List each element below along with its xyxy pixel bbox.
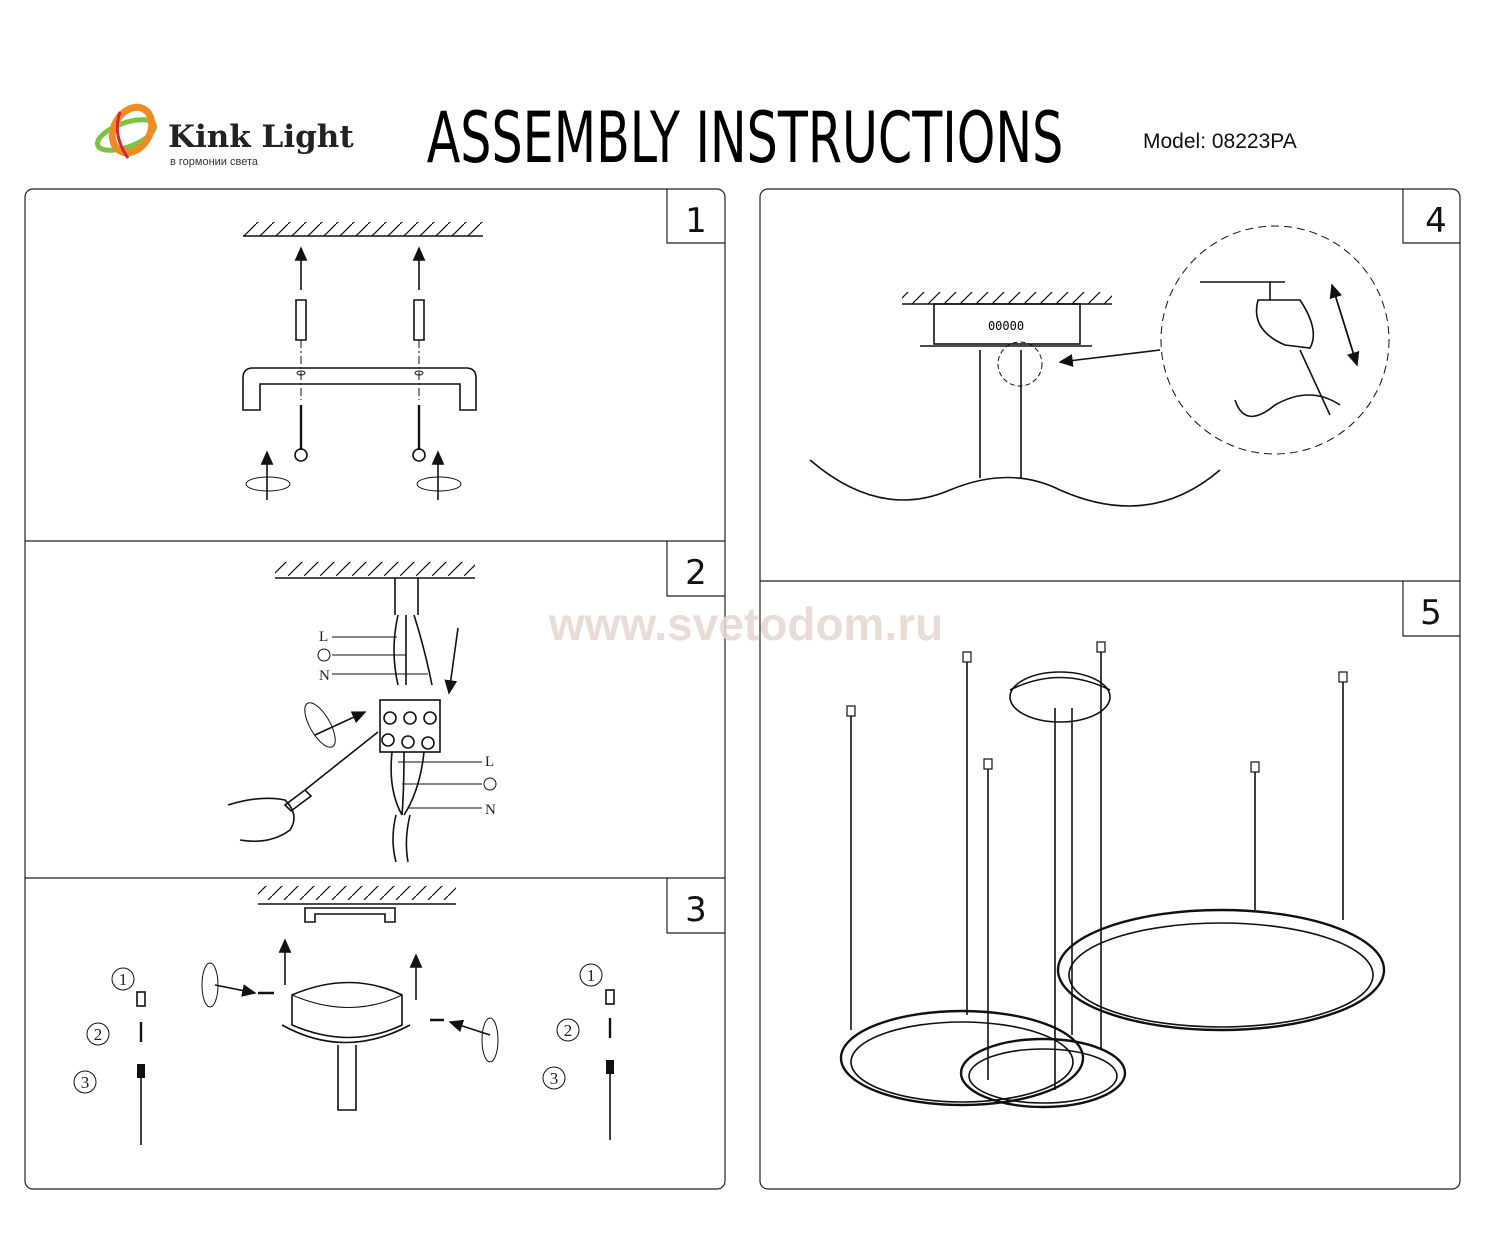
wire-label-live-bottom: L	[485, 754, 494, 770]
step-4-height-adjust-diagram: 00000	[809, 225, 1390, 507]
svg-text:4: 4	[1425, 201, 1447, 241]
step-1-bracket-mount-diagram	[242, 222, 483, 500]
kink-light-logo: Kink Light в гормонии света	[95, 103, 354, 168]
svg-text:2: 2	[94, 1025, 103, 1044]
parts-list-left: 1 2 3	[73, 967, 146, 1145]
svg-text:3: 3	[81, 1073, 90, 1092]
page-title: ASSEMBLY INSTRUCTIONS	[427, 97, 1064, 178]
canopy-vents: 00000	[988, 319, 1024, 333]
step-5-finished-chandelier	[839, 641, 1386, 1109]
parts-list-right: 1 2 3	[542, 963, 615, 1140]
step-2-wiring-diagram: L N L N	[227, 562, 497, 863]
svg-text:1: 1	[119, 970, 128, 989]
wire-label-neutral-top: N	[319, 668, 330, 684]
brand-name: Kink Light	[168, 119, 354, 155]
step-5-number: 5	[1402, 581, 1460, 637]
step-3-number: 3	[666, 878, 725, 934]
svg-text:3: 3	[550, 1069, 559, 1088]
watermark: www.svetodom.ru	[548, 598, 943, 650]
step-3-canopy-diagram: 1 2 3 1 2 3	[73, 886, 615, 1145]
right-column-frame	[759, 188, 1461, 1190]
svg-text:2: 2	[564, 1021, 573, 1040]
step-4-number: 4	[1402, 189, 1460, 244]
svg-text:3: 3	[685, 890, 707, 930]
svg-text:5: 5	[1420, 593, 1442, 633]
wire-label-neutral-bottom: N	[485, 802, 496, 818]
model-number: Model: 08223PA	[1143, 130, 1297, 153]
wire-label-live-top: L	[319, 629, 328, 645]
step-2-number: 2	[666, 541, 725, 597]
step-1-number: 1	[666, 189, 725, 244]
svg-text:2: 2	[685, 553, 707, 593]
brand-tagline: в гормонии света	[170, 156, 259, 168]
left-column-frame	[24, 188, 726, 1190]
svg-text:1: 1	[685, 201, 707, 241]
svg-text:1: 1	[587, 966, 596, 985]
